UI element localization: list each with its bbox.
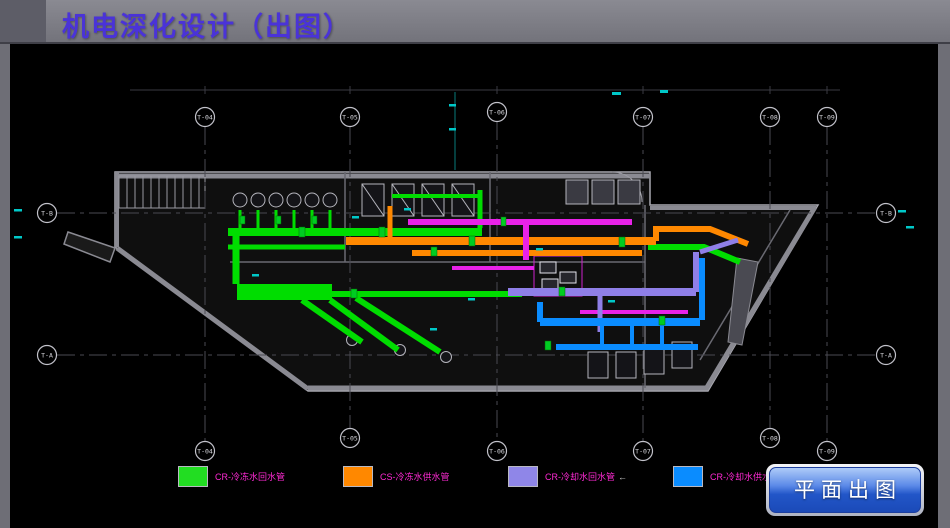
- legend-item-cooling-supply: CR-冷却水供水管: [673, 466, 838, 487]
- svg-text:T-A: T-A: [41, 352, 53, 360]
- svg-text:T-07: T-07: [635, 448, 651, 456]
- floorplan-canvas: T-04 T-05 T-06 T-07 T-08 T-09 T-04 T-05 …: [0, 44, 950, 528]
- svg-text:T-B: T-B: [41, 210, 53, 218]
- legend-note-arrow: ←: [618, 471, 627, 482]
- dimension-marks: [14, 90, 914, 331]
- grid-marker-bottom-t05: T-05: [339, 427, 361, 449]
- grid-markers: T-04 T-05 T-06 T-07 T-08 T-09 T-04 T-05 …: [36, 101, 897, 462]
- legend: CR-冷冻水回水管 CS-冷冻水供水管 CR-冷却水回水管 ← CR-冷却水供水…: [178, 466, 838, 487]
- page-title: 机电深化设计（出图）: [62, 12, 352, 42]
- svg-text:T-06: T-06: [489, 109, 505, 117]
- svg-text:T-07: T-07: [635, 114, 651, 122]
- svg-text:T-09: T-09: [819, 114, 835, 122]
- pipes-cooling-water-supply: [537, 258, 705, 350]
- grid-marker-bottom-t07: T-07: [632, 440, 654, 462]
- title-bar-corner: [0, 0, 46, 42]
- legend-swatch-green: [178, 466, 208, 487]
- grid-marker-top-t06: T-06: [486, 101, 508, 123]
- svg-text:T-04: T-04: [197, 114, 213, 122]
- grid-marker-top-t08: T-08: [759, 106, 781, 128]
- svg-text:T-06: T-06: [489, 448, 505, 456]
- legend-label: CR-冷冻水回水管: [215, 472, 285, 482]
- grid-marker-bottom-t09: T-09: [816, 440, 838, 462]
- legend-item-cooling-return: CR-冷却水回水管 ←: [508, 466, 673, 487]
- left-frame-rail: [0, 44, 10, 528]
- grid-marker-top-t04: T-04: [194, 106, 216, 128]
- legend-label: CS-冷冻水供水管: [380, 472, 450, 482]
- grid-marker-top-t09: T-09: [816, 106, 838, 128]
- top-dimension-line: [130, 86, 840, 170]
- pipes-cooling-water-return: [508, 237, 739, 332]
- legend-label: CR-冷却水供水管: [710, 472, 780, 482]
- legend-swatch-blue: [673, 466, 703, 487]
- grid-marker-left-ta: T-A: [36, 344, 58, 366]
- grid-marker-top-t05: T-05: [339, 106, 361, 128]
- svg-text:T-A: T-A: [880, 352, 892, 360]
- grid-marker-right-ta: T-A: [875, 344, 897, 366]
- svg-text:T-05: T-05: [342, 435, 358, 443]
- svg-text:T-04: T-04: [197, 448, 213, 456]
- svg-text:T-09: T-09: [819, 448, 835, 456]
- svg-text:T-08: T-08: [762, 435, 778, 443]
- grid-marker-bottom-t08: T-08: [759, 427, 781, 449]
- grid-marker-right-tb: T-B: [875, 202, 897, 224]
- svg-text:T-05: T-05: [342, 114, 358, 122]
- svg-text:T-B: T-B: [880, 210, 892, 218]
- pipes-chilled-water-return: [228, 190, 742, 355]
- legend-item-chilled-supply: CS-冷冻水供水管: [343, 466, 508, 487]
- svg-text:T-08: T-08: [762, 114, 778, 122]
- legend-swatch-purple: [508, 466, 538, 487]
- title-bar: 机电深化设计（出图）: [0, 0, 950, 44]
- right-frame-rail: [938, 44, 950, 528]
- grid-marker-bottom-t06: T-06: [486, 440, 508, 462]
- grid-marker-left-tb: T-B: [36, 202, 58, 224]
- grid-marker-top-t07: T-07: [632, 106, 654, 128]
- building-outline: [63, 171, 820, 392]
- legend-label: CR-冷却水回水管: [545, 472, 615, 482]
- plan-output-button-frame: 平面出图: [766, 464, 924, 516]
- legend-swatch-orange: [343, 466, 373, 487]
- plan-output-button[interactable]: 平面出图: [769, 467, 921, 513]
- valves: [239, 215, 666, 351]
- equipment: [232, 179, 693, 379]
- legend-item-chilled-return: CR-冷冻水回水管: [178, 466, 343, 487]
- grid-marker-bottom-t04: T-04: [194, 440, 216, 462]
